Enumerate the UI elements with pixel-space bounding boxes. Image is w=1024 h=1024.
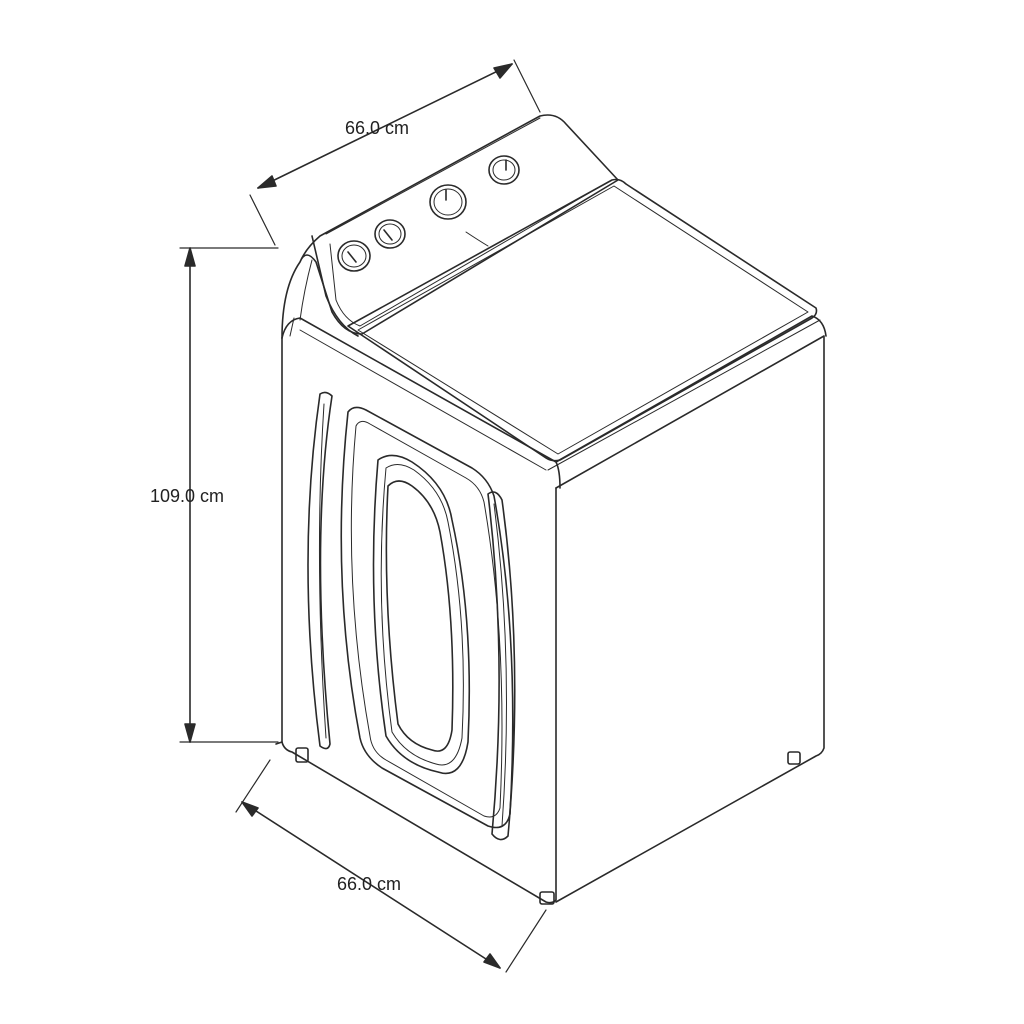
knob-2 xyxy=(374,219,406,249)
lid xyxy=(347,178,818,462)
front-panel-decor xyxy=(307,391,516,841)
dimension-label-top-width: 66.0 cm xyxy=(345,118,410,138)
dimension-label-height: 109.0 cm xyxy=(150,486,225,506)
knob-1 xyxy=(337,240,371,272)
foot-front-left xyxy=(295,747,309,763)
control-console xyxy=(281,114,619,339)
dimension-height xyxy=(179,247,279,743)
dimension-bottom-depth xyxy=(235,759,547,973)
dimension-top-width xyxy=(249,59,541,246)
cabinet-body xyxy=(275,315,827,905)
dimension-label-bottom-depth: 66.0 cm xyxy=(337,874,402,894)
foot-back-right xyxy=(787,751,801,765)
knob-4 xyxy=(488,155,520,185)
foot-front-right xyxy=(539,891,555,905)
knob-3 xyxy=(429,184,467,220)
